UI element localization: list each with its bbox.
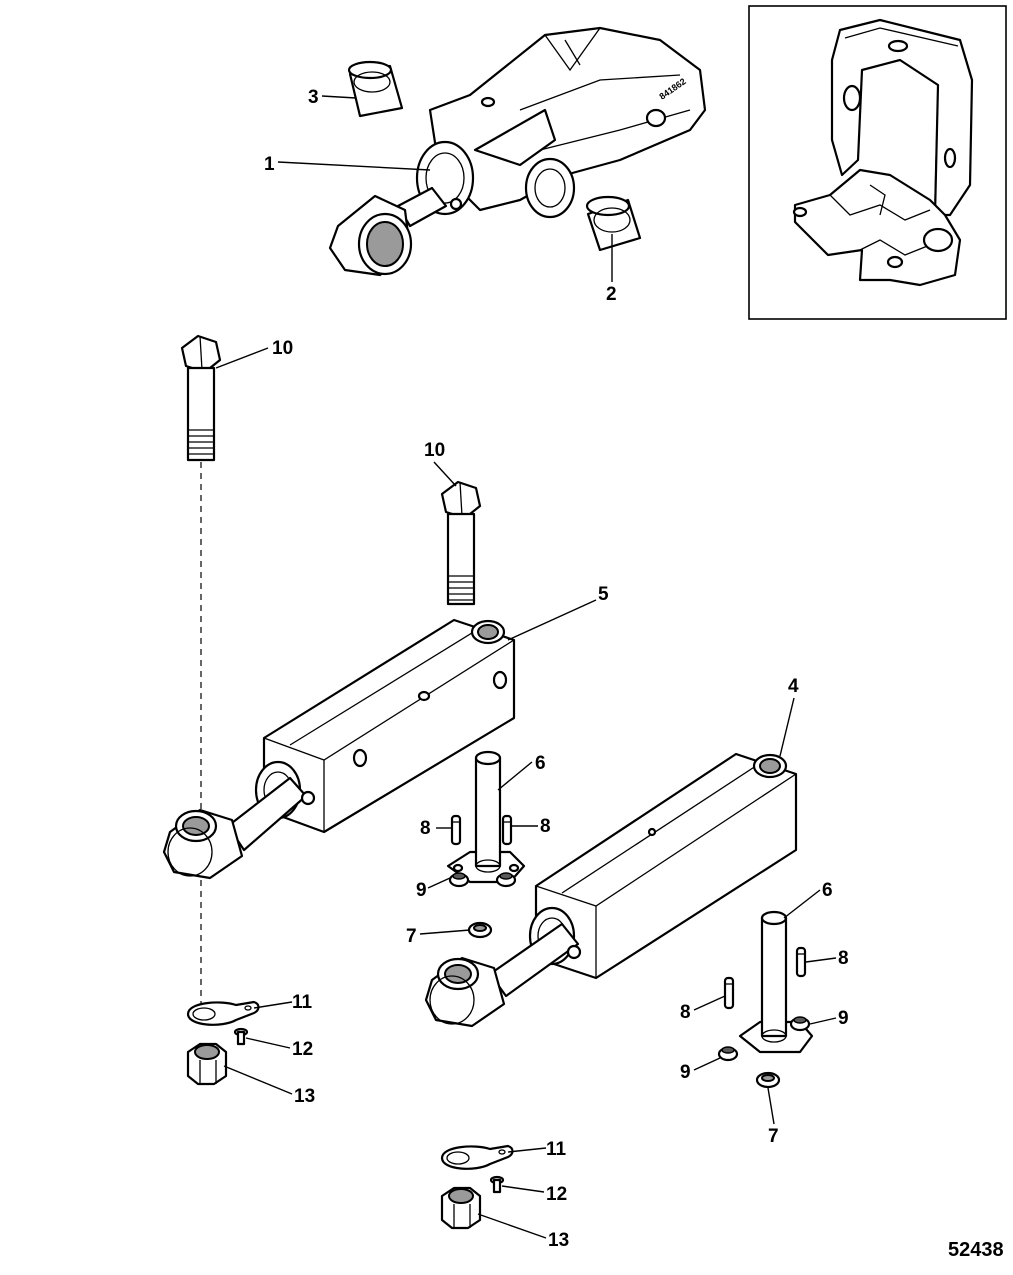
callout-labels: 3 1 2 10 10 5 4 6 8 8 9 7 6 8 8 9 9 7 11… [264,87,849,1251]
reference-number: 52438 [948,1239,1004,1261]
part-9-nuts [448,872,811,1062]
callout-13-bottom: 13 [548,1230,569,1251]
callout-12-left: 12 [292,1039,313,1060]
callout-8-upper-left: 8 [420,818,431,839]
callout-9-upper: 9 [416,880,427,901]
inset-panel [748,5,1007,320]
part-8-dowel-pins [450,814,807,1010]
part-1-piston-rod [328,186,463,277]
part-3-bushing [347,60,404,118]
part-5-piston-rod [162,776,316,880]
callout-6-lower: 6 [822,880,833,901]
part-6-pin-lower [738,910,814,1054]
callout-10-middle: 10 [424,440,445,461]
leader-lines [215,95,837,1239]
part-2-bushing [585,195,642,252]
callout-2: 2 [606,284,617,305]
callout-7-upper: 7 [406,926,417,947]
steering-bracket-illustration [792,18,974,287]
callout-6-upper: 6 [535,753,546,774]
callout-5: 5 [598,584,609,605]
part-1-cylinder-housing: 841862 [415,26,707,219]
part-11-tab-washers [186,1000,514,1170]
part-13-locknuts [186,1042,482,1230]
part-12-screws [233,1027,505,1194]
callout-4: 4 [788,676,799,697]
callout-13-left: 13 [294,1086,315,1107]
callout-12-bottom: 12 [546,1184,567,1205]
callout-8-upper-right: 8 [540,816,551,837]
callout-9-lower-right: 9 [838,1008,849,1029]
callout-10-left: 10 [272,338,293,359]
callout-11-left: 11 [292,992,313,1013]
part-10-bolt-middle [440,480,482,606]
callout-8-lower-left: 8 [680,1002,691,1023]
callout-7-lower: 7 [768,1126,779,1147]
part-10-bolt-left [180,334,222,462]
callout-11-bottom: 11 [546,1139,567,1160]
callout-9-lower-left: 9 [680,1062,691,1083]
callout-1: 1 [264,154,275,175]
callout-8-lower-right: 8 [838,948,849,969]
part-4-piston-rod [424,922,582,1028]
callout-3: 3 [308,87,319,108]
